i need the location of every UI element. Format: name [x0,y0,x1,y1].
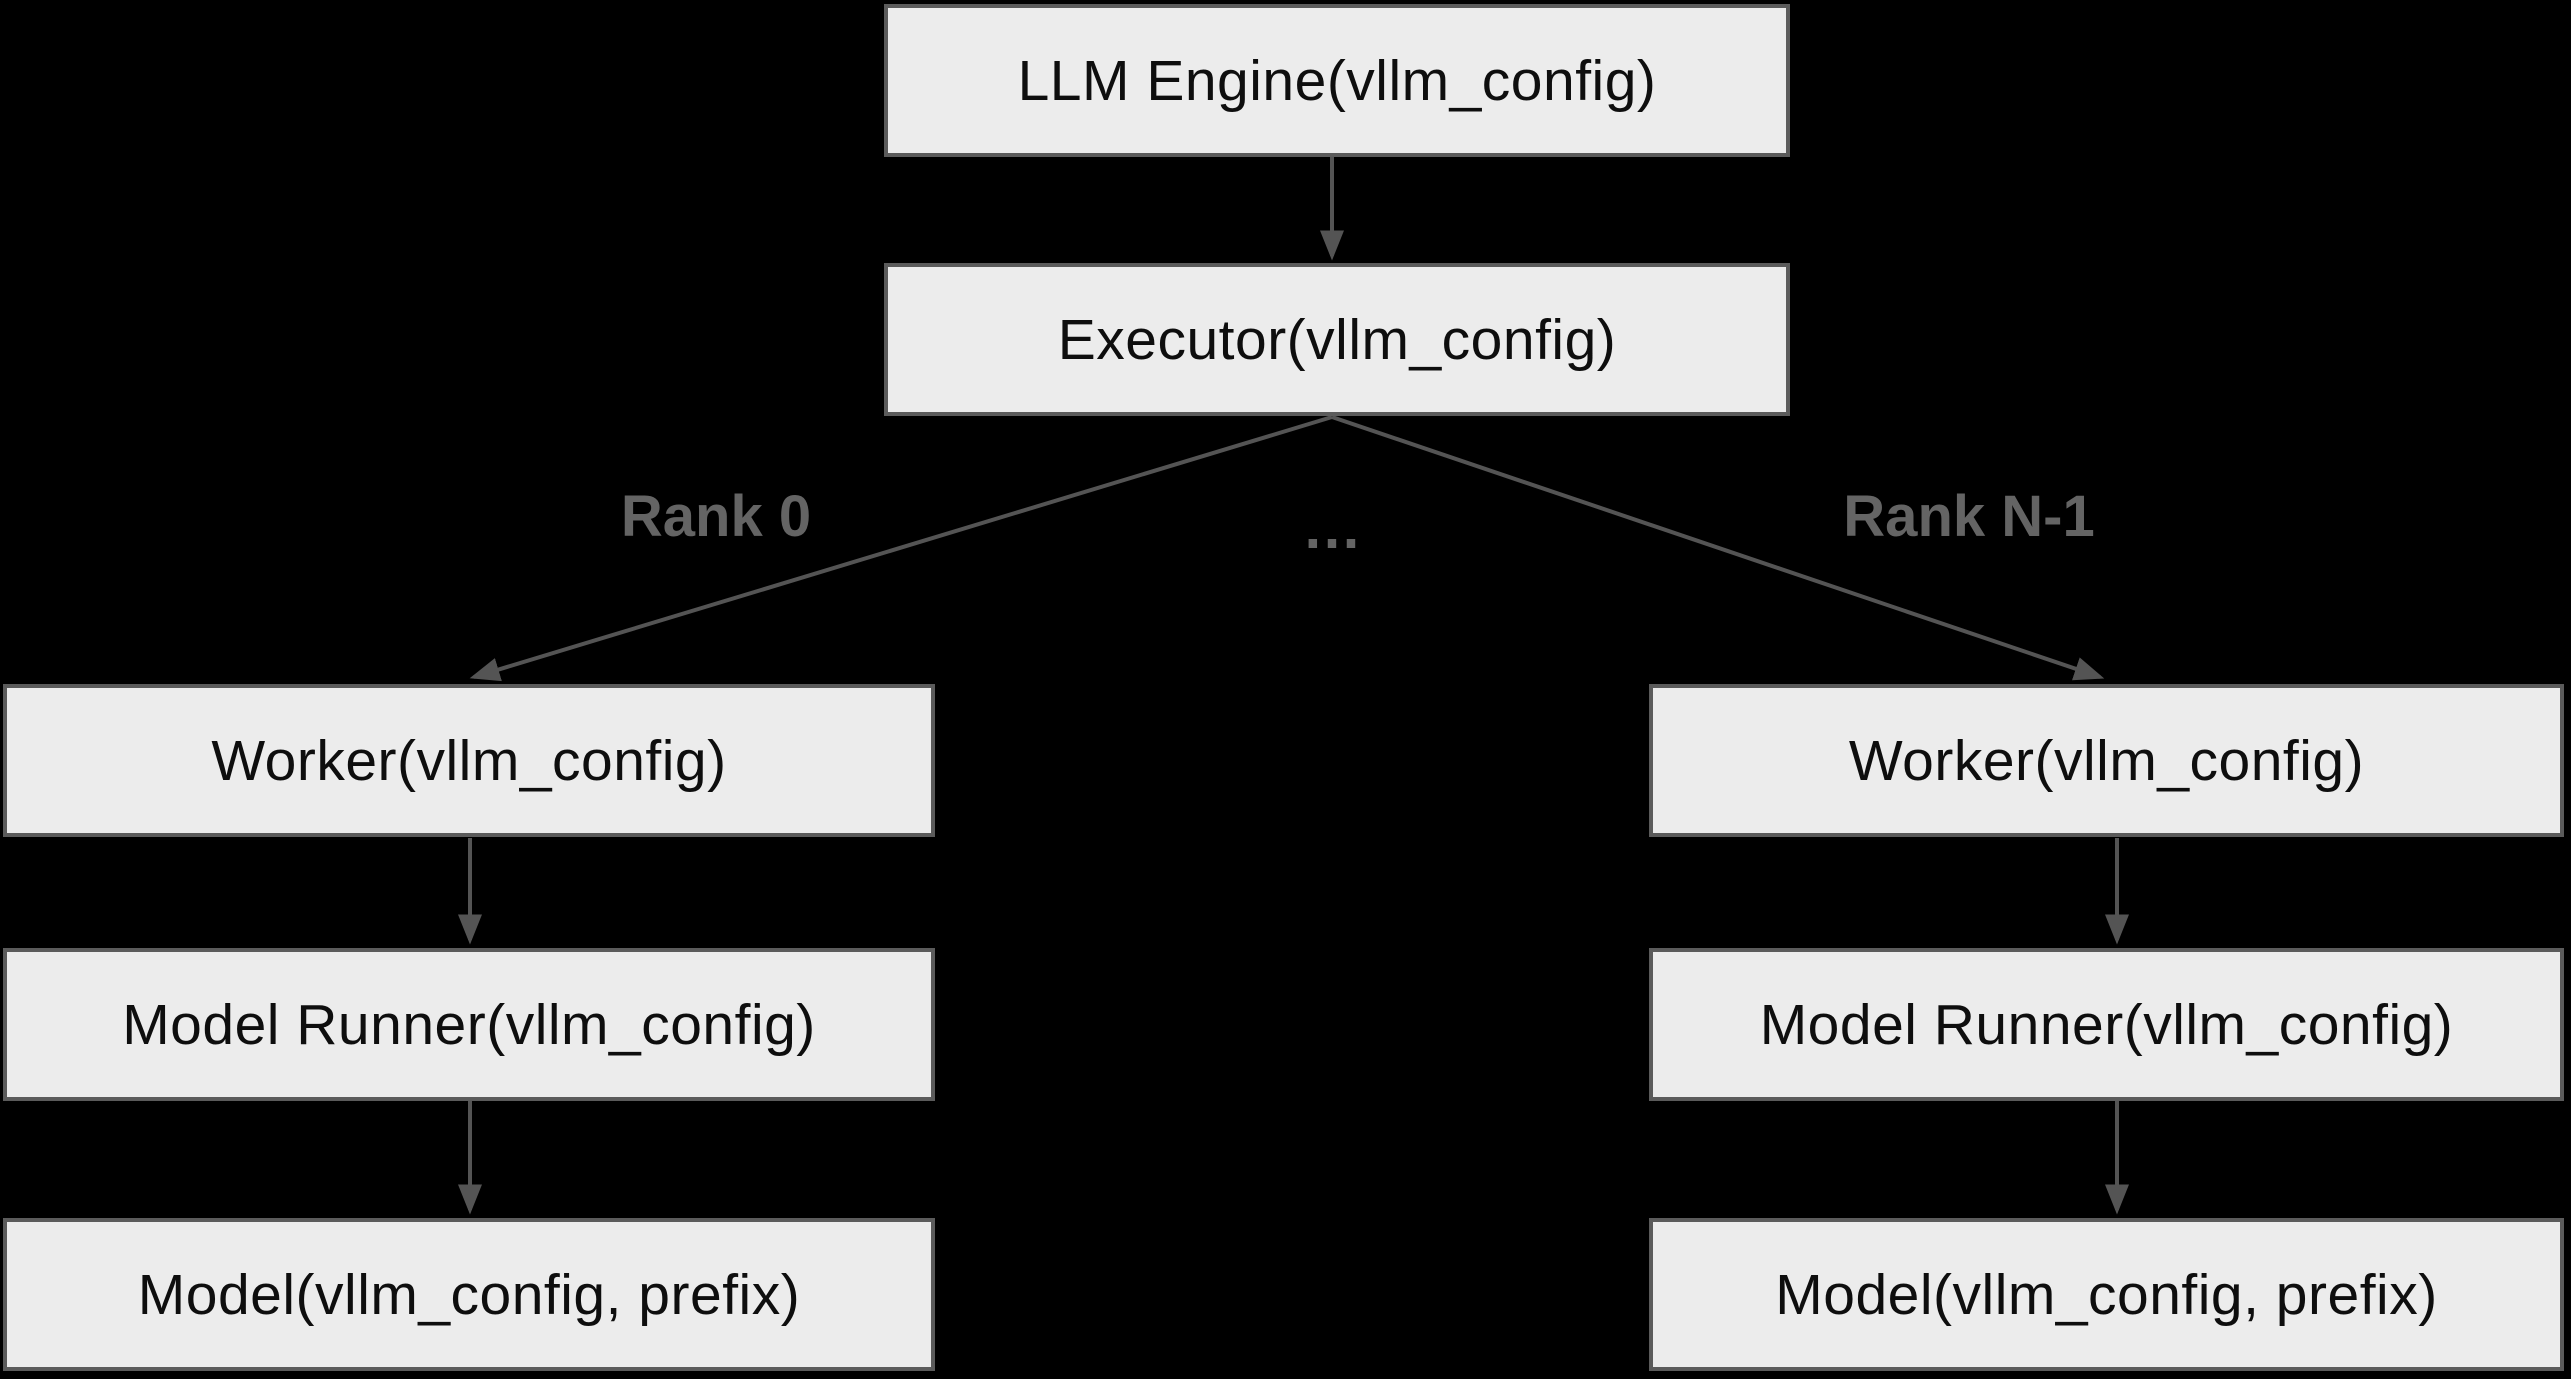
node-model-runner-rank0: Model Runner(vllm_config) [3,948,935,1101]
node-model-runner-rank-n-1: Model Runner(vllm_config) [1649,948,2564,1101]
edge-label-ellipsis: … [1302,494,1362,561]
node-worker-rank0: Worker(vllm_config) [3,684,935,837]
edge-label-rank-n-1: Rank N-1 [1843,484,2095,549]
node-llm-engine: LLM Engine(vllm_config) [884,4,1790,157]
node-executor: Executor(vllm_config) [884,263,1790,416]
edge-executor-to-worker-rankn [1331,415,2105,681]
node-model-rank0: Model(vllm_config, prefix) [3,1218,935,1371]
node-model-rank-n-1: Model(vllm_config, prefix) [1649,1218,2564,1371]
edge-executor-to-worker-rank0 [469,415,1333,682]
node-worker-rank-n-1: Worker(vllm_config) [1649,684,2564,837]
edge-label-rank-0: Rank 0 [620,484,812,549]
